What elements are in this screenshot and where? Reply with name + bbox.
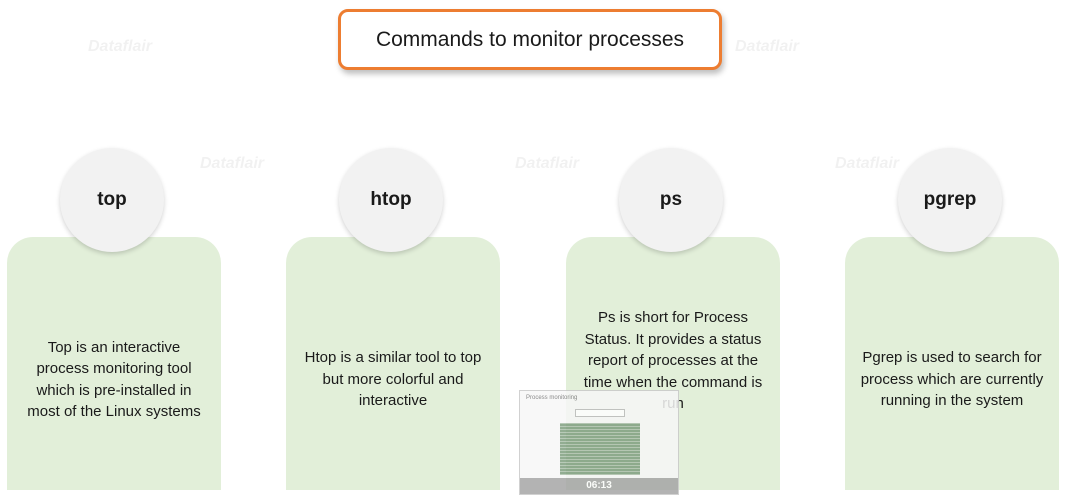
watermark-logo: Dataflair <box>515 155 580 172</box>
watermark-logo: Dataflair <box>735 38 800 55</box>
command-description: Ps is short for Process Status. It provi… <box>583 309 763 412</box>
command-card-htop: Htop is a similar tool to top but more c… <box>286 237 500 490</box>
command-description: Htop is a similar tool to top but more c… <box>304 349 482 410</box>
command-name: pgrep <box>923 189 977 210</box>
command-name: ps <box>659 189 683 210</box>
video-thumbnail[interactable]: Process monitoring 06:13 <box>519 390 679 495</box>
diagram-title: Commands to monitor processes <box>338 9 722 70</box>
command-description: Top is an interactive process monitoring… <box>27 338 201 421</box>
video-timestamp: 06:13 <box>520 478 678 494</box>
watermark-logo: Dataflair <box>88 38 153 55</box>
watermark-logo: Dataflair <box>200 155 265 172</box>
command-circle-htop: htop <box>339 148 443 252</box>
command-card-top: Top is an interactive process monitoring… <box>7 237 221 490</box>
command-circle-pgrep: pgrep <box>898 148 1002 252</box>
command-circle-ps: ps <box>619 148 723 252</box>
terminal-preview-image <box>560 423 640 475</box>
command-name: top <box>97 189 127 210</box>
video-caption: Process monitoring <box>526 395 578 401</box>
command-name: htop <box>370 189 412 210</box>
command-description: Pgrep is used to search for process whic… <box>860 349 1044 410</box>
command-circle-top: top <box>60 148 164 252</box>
video-title-bar <box>575 409 625 417</box>
command-card-pgrep: Pgrep is used to search for process whic… <box>845 237 1059 490</box>
diagram-title-text: Commands to monitor processes <box>375 27 685 51</box>
watermark-logo: Dataflair <box>835 155 900 172</box>
